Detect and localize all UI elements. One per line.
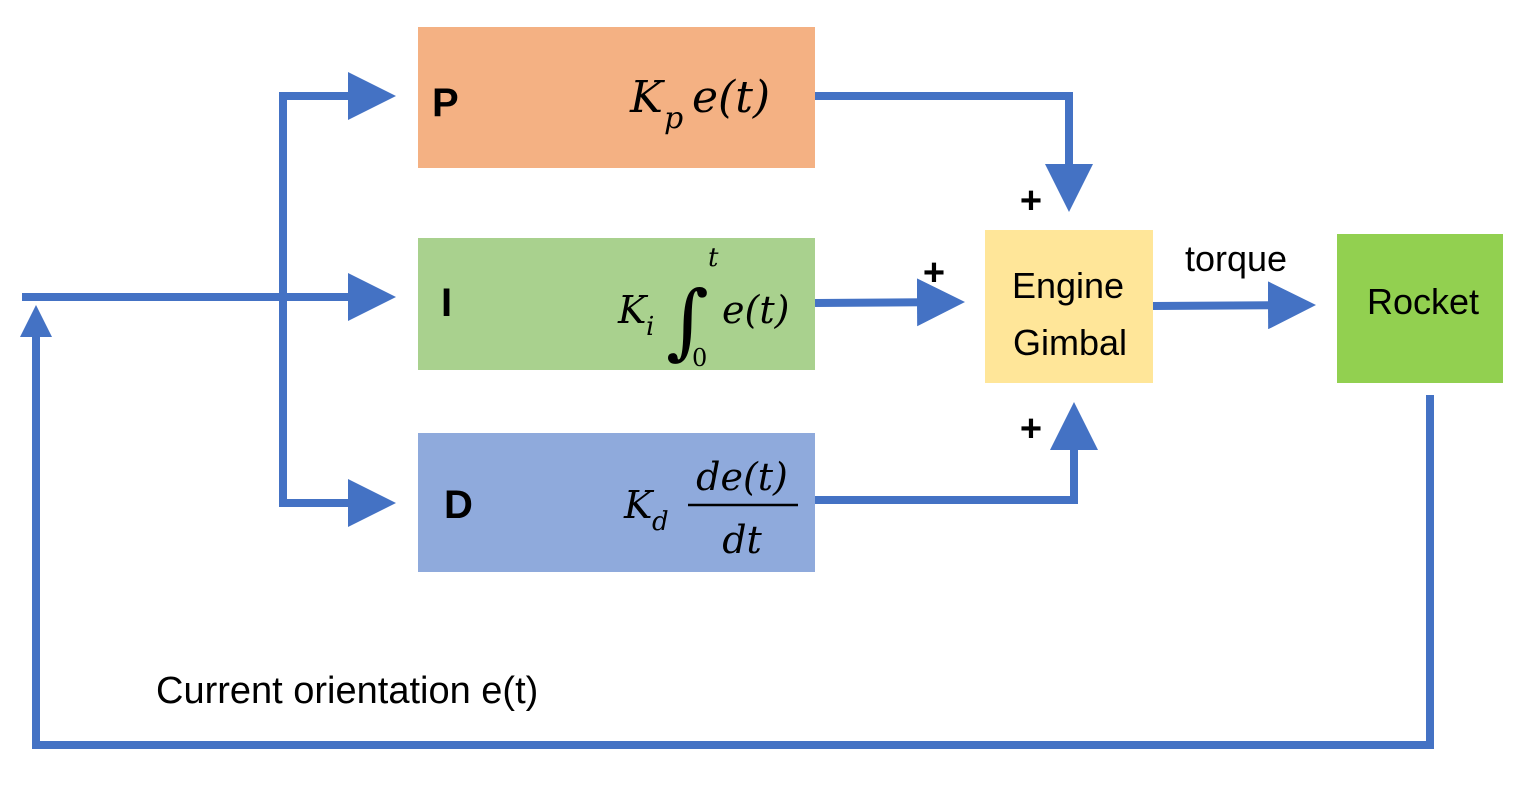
arrow-d-to-gimbal bbox=[815, 402, 1098, 504]
p-formula-k: K bbox=[629, 72, 665, 123]
rocket-label: Rocket bbox=[1367, 281, 1479, 322]
arrow-i-to-gimbal bbox=[814, 278, 965, 327]
i-block bbox=[418, 238, 815, 370]
i-formula: K i ∫ t 0 e(t) bbox=[617, 243, 789, 372]
integral-upper-limit: t bbox=[708, 243, 719, 273]
i-formula-sub: i bbox=[646, 312, 654, 342]
plus-sign-top: + bbox=[1020, 180, 1042, 222]
p-block bbox=[418, 27, 815, 168]
integral-lower-limit: 0 bbox=[692, 344, 707, 372]
engine-gimbal-block bbox=[985, 230, 1153, 383]
plus-sign-left: + bbox=[923, 252, 945, 294]
p-formula-sub: p bbox=[664, 101, 683, 136]
d-letter: D bbox=[444, 483, 473, 527]
i-formula-k: K bbox=[617, 288, 649, 332]
integral-sign: ∫ bbox=[666, 274, 709, 369]
plus-sign-bottom: + bbox=[1020, 408, 1042, 450]
feedback-loop-line bbox=[32, 330, 1434, 749]
p-formula: K p e(t) bbox=[629, 72, 770, 136]
p-letter: P bbox=[432, 81, 459, 125]
gimbal-label-line1: Engine bbox=[1012, 265, 1124, 306]
torque-label: torque bbox=[1185, 238, 1287, 279]
d-formula-denominator: dt bbox=[722, 518, 762, 562]
gimbal-label-line2: Gimbal bbox=[1013, 322, 1127, 363]
d-formula-numerator: de(t) bbox=[696, 455, 788, 499]
d-block bbox=[418, 433, 815, 572]
p-formula-rest: e(t) bbox=[692, 72, 770, 123]
feedback-arrowhead bbox=[20, 305, 52, 337]
rocket-block bbox=[1337, 234, 1503, 383]
d-formula-sub: d bbox=[652, 507, 669, 537]
torque-arrow bbox=[1152, 281, 1316, 330]
arrow-p-to-gimbal bbox=[815, 92, 1093, 212]
feedback-label: Current orientation e(t) bbox=[156, 670, 538, 712]
i-formula-rest: e(t) bbox=[722, 288, 789, 332]
i-letter: I bbox=[441, 281, 452, 325]
d-formula: K d de(t) dt bbox=[623, 455, 798, 562]
d-formula-k: K bbox=[623, 483, 655, 527]
